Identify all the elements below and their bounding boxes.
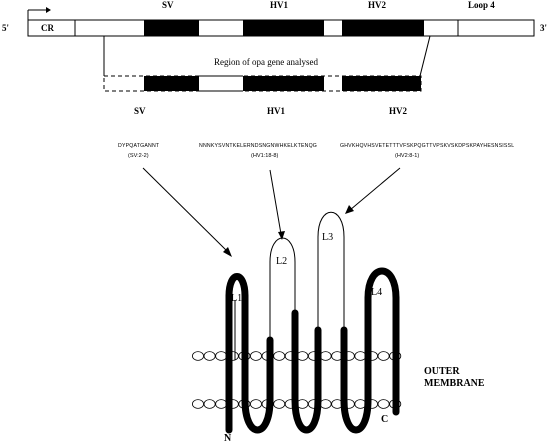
n-terminus-label: N [224, 433, 232, 444]
lipid-head [354, 351, 367, 361]
hv1-allele: (HV1:18-8) [251, 153, 279, 159]
lipid-head [273, 399, 286, 409]
hv1-region-block [243, 20, 324, 36]
outer-membrane-label-line2: MEMBRANE [424, 378, 485, 389]
seq-header-hv2: HV2 [389, 106, 407, 116]
sv-region-block [144, 20, 199, 36]
lipid-head [319, 399, 332, 409]
promoter-arrow-icon [27, 7, 51, 20]
gene-label-hv1: HV1 [270, 0, 288, 10]
sv-allele: (SV:2-2) [128, 153, 149, 159]
loop-label-l4: L4 [371, 287, 383, 298]
loop-label-l3: L3 [322, 232, 334, 243]
lipid-head [215, 351, 228, 361]
seq-header-hv1: HV1 [267, 106, 285, 116]
hv1-sequence: NNNKYSVNTKELERNDSNGNWHKELKTENQG [199, 143, 318, 149]
lipid-head [377, 351, 390, 361]
lipid-head [377, 399, 390, 409]
hv2-allele: (HV2:8-1) [395, 153, 420, 159]
pointer-arrows [142, 167, 401, 257]
loop-label-l1: L1 [231, 293, 243, 304]
lipid-head [249, 351, 262, 361]
opa-gene-bar [27, 19, 535, 37]
five-prime-label: 5' [2, 23, 10, 33]
lipid-head [191, 399, 204, 409]
sv-sequence: DYPQATGANNT [118, 143, 160, 149]
gene-label-hv2: HV2 [368, 0, 386, 10]
region-analysed-label: Region of opa gene analysed [214, 57, 318, 67]
c-terminus-label: C [381, 414, 389, 425]
cr-label: CR [41, 23, 54, 33]
lipid-head [249, 399, 262, 409]
gene-label-sv: SV [162, 0, 174, 10]
hv2-region-block [342, 20, 424, 36]
lipid-head [203, 351, 216, 361]
lipid-head [273, 351, 286, 361]
lipid-head [215, 399, 228, 409]
opa-protein-chain [225, 211, 400, 434]
hv2-sequence: GHVKHQVHSVETETTTVFSKPQGTTVPSKVSKDPSKPAYH… [340, 143, 515, 149]
analysed-region-bar [103, 75, 422, 92]
lipid-head [191, 351, 204, 361]
gene-label-loop4: Loop 4 [468, 0, 495, 10]
lipid-head [203, 399, 216, 409]
lipid-head [319, 351, 332, 361]
seq-header-sv: SV [134, 106, 146, 116]
outer-membrane-label-line1: OUTER [424, 366, 460, 377]
three-prime-label: 3' [540, 23, 548, 33]
loop-label-l2: L2 [276, 256, 288, 267]
